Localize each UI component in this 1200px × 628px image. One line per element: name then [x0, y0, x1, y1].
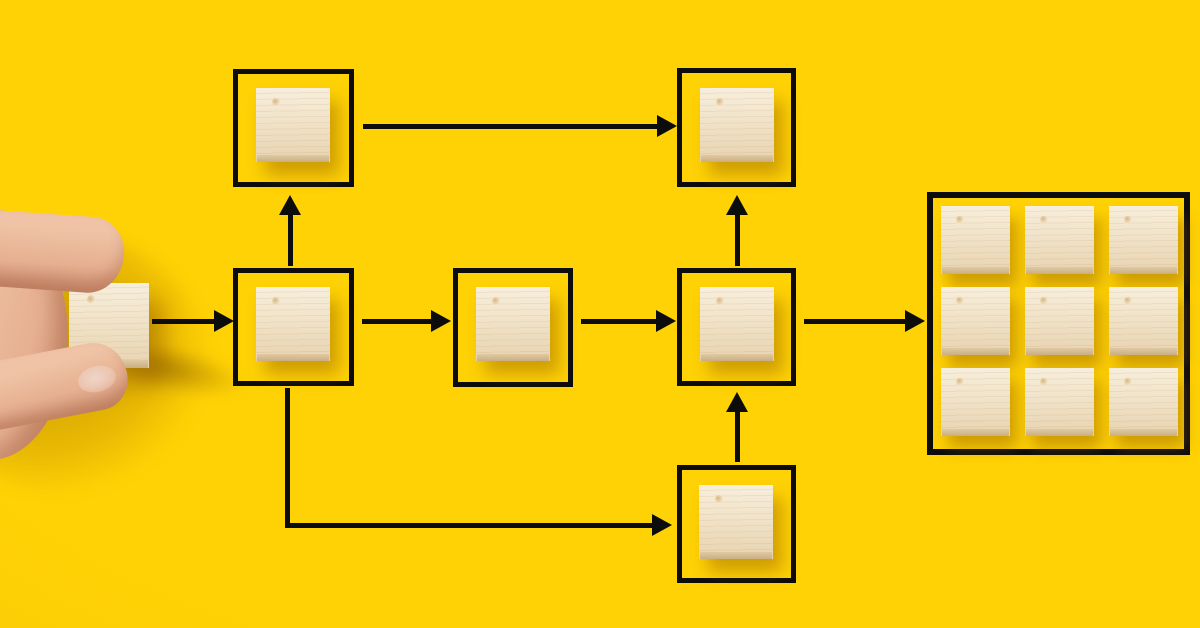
wooden-block — [256, 287, 330, 362]
arrow-bottom-to-mid-right — [726, 392, 748, 462]
grid-wooden-block — [1025, 287, 1094, 355]
frame-output-grid — [927, 192, 1190, 455]
grid-wooden-block — [941, 206, 1010, 274]
elbow-vertical-segment — [285, 388, 290, 528]
grid-wooden-block — [1109, 287, 1178, 355]
frame-step-top-right — [677, 68, 796, 187]
grid-wooden-block — [941, 287, 1010, 355]
wooden-block — [700, 287, 774, 362]
arrow-mid-left-to-top-left — [279, 195, 301, 266]
grid-wooden-block — [1025, 206, 1094, 274]
arrow-mid-right-to-grid — [804, 310, 925, 332]
frame-step-mid-left — [233, 268, 354, 386]
frame-step-mid-center — [453, 268, 573, 387]
wooden-block — [476, 287, 550, 362]
index-finger — [0, 208, 127, 296]
arrow-mid-right-to-top-right — [726, 195, 748, 266]
wooden-block — [700, 88, 774, 163]
frame-step-bottom — [677, 465, 796, 583]
arrow-mid-left-to-mid-center — [362, 310, 451, 332]
wooden-block — [256, 88, 330, 163]
frame-step-mid-right — [677, 268, 796, 386]
wooden-block — [699, 485, 773, 560]
frame-step-top-left — [233, 69, 354, 187]
arrow-top-left-to-top-right — [363, 115, 677, 137]
grid-wooden-block — [1025, 368, 1094, 436]
output-grid-blocks — [941, 206, 1178, 436]
grid-wooden-block — [941, 368, 1010, 436]
arrow-hand-to-mid-left — [152, 310, 234, 332]
grid-wooden-block — [1109, 368, 1178, 436]
arrow-mid-center-to-mid-right — [581, 310, 676, 332]
elbow-horizontal-segment — [285, 514, 672, 536]
grid-wooden-block — [1109, 206, 1178, 274]
